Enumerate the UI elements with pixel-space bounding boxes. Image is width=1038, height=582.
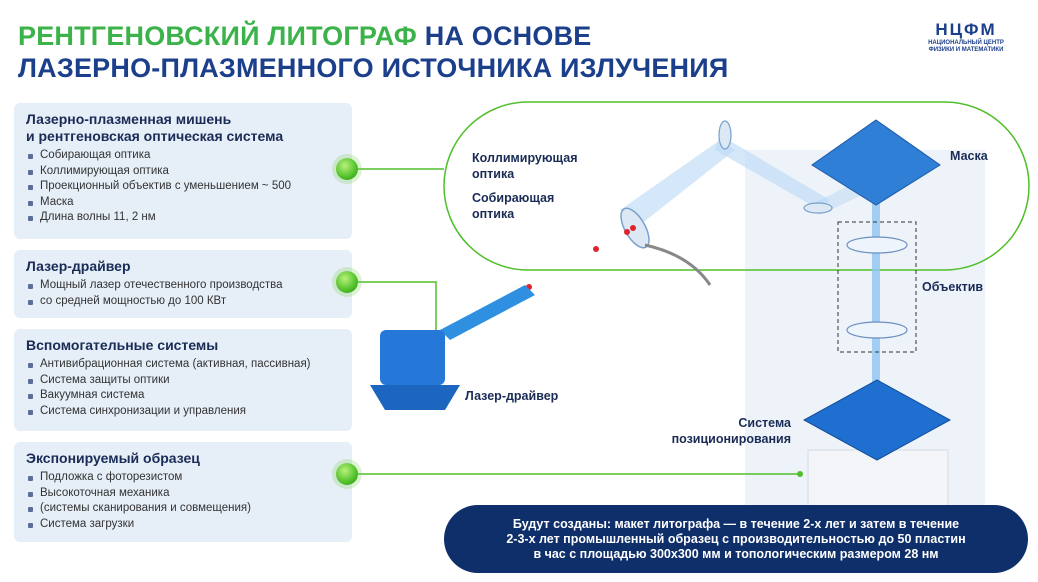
list-item: Длина волны 11, 2 нм <box>28 210 340 226</box>
nozzle <box>644 243 712 286</box>
list-item: Мощный лазер отечественного производства <box>28 278 340 294</box>
list-item: Система синхронизации и управления <box>28 404 340 420</box>
panel-1-title-line2: и рентгеновская оптическая система <box>26 128 284 144</box>
panel-4-title: Экспонируемый образец <box>26 450 200 466</box>
label-laser-driver: Лазер-драйвер <box>465 389 559 403</box>
label-objective: Объектив <box>922 280 984 294</box>
logo-mark: НЦФМ <box>935 20 997 39</box>
list-item: Подложка с фоторезистом <box>28 470 340 486</box>
beam-vertical <box>872 170 880 410</box>
optics-outline <box>443 101 1030 271</box>
beam-2 <box>715 135 830 210</box>
title-line2: ЛАЗЕРНО-ПЛАЗМЕННОГО ИСТОЧНИКА ИЗЛУЧЕНИЯ <box>18 53 729 83</box>
panel-4-list: Подложка с фоторезистом Высокоточная мех… <box>14 470 352 532</box>
logo: НЦФМ НАЦИОНАЛЬНЫЙ ЦЕНТР ФИЗИКИ И МАТЕМАТ… <box>916 20 1016 54</box>
list-item: Собирающая оптика <box>28 148 340 164</box>
mask-plate <box>811 119 941 206</box>
list-item: Антивибрационная система (активная, пасс… <box>28 357 340 373</box>
plasma-dot-2 <box>624 229 630 235</box>
banner-line-2: 2-3-х лет промышленный образец с произво… <box>506 531 966 546</box>
panel-laser-driver: Лазер-драйвер Мощный лазер отечественног… <box>14 250 352 318</box>
banner-line-1: Будут созданы: макет литографа — в течен… <box>512 516 960 531</box>
label-collimating-optics: Коллимирующая оптика <box>472 150 578 182</box>
title-green: РЕНТГЕНОВСКИЙ ЛИТОГРАФ <box>18 21 417 51</box>
label-collimating-line1: Коллимирующая <box>472 151 578 165</box>
objective-box <box>837 221 917 353</box>
connector-2 <box>358 281 437 332</box>
label-mask: Маска <box>950 149 988 163</box>
label-collecting-line2: оптика <box>472 207 515 221</box>
collimating-mirror <box>718 120 732 150</box>
panel-1-title-line1: Лазерно-плазменная мишень <box>26 111 232 127</box>
laser-barrel <box>440 285 535 340</box>
list-item: Высокоточная механика <box>28 486 340 502</box>
panel-2-list: Мощный лазер отечественного производства… <box>14 278 352 309</box>
bottom-banner: Будут созданы: макет литографа — в течен… <box>444 505 1028 573</box>
logo-subtitle: НАЦИОНАЛЬНЫЙ ЦЕНТР ФИЗИКИ И МАТЕМАТИКИ <box>928 40 1004 53</box>
list-item: Система защиты оптики <box>28 373 340 389</box>
objective-lens-top <box>846 236 908 254</box>
panel-sample: Экспонируемый образец Подложка с фоторез… <box>14 442 352 542</box>
panel-2-title: Лазер-драйвер <box>26 258 131 274</box>
label-positioning-system: Система позиционирования <box>655 415 791 447</box>
beam-1 <box>620 140 735 225</box>
label-positioning-line2: позиционирования <box>671 432 791 446</box>
title-blue: НА ОСНОВЕ <box>424 21 592 51</box>
panel-3-title: Вспомогательные системы <box>26 337 219 353</box>
fold-mirror <box>803 202 833 214</box>
connector-dot-1 <box>336 158 358 180</box>
connector-3-end <box>797 471 803 477</box>
list-item-continuation: (системы сканирования и совмещения) <box>28 501 340 517</box>
panel-3-list: Антивибрационная система (активная, пасс… <box>14 357 352 419</box>
list-item: Коллимирующая оптика <box>28 164 340 180</box>
plasma-dot-3 <box>630 225 636 231</box>
plasma-dot-1 <box>593 246 599 252</box>
list-item: Вакуумная система <box>28 388 340 404</box>
label-collecting-optics: Собирающая оптика <box>472 190 554 222</box>
page-title: РЕНТГЕНОВСКИЙ ЛИТОГРАФ НА ОСНОВЕ ЛАЗЕРНО… <box>18 20 728 84</box>
laser-base <box>370 385 460 410</box>
objective-lens-bottom <box>846 321 908 339</box>
panel-1-list: Собирающая оптика Коллимирующая оптика П… <box>14 148 352 226</box>
list-item: Система загрузки <box>28 517 340 533</box>
label-positioning-line1: Система <box>738 416 791 430</box>
list-item: Маска <box>28 195 340 211</box>
wafer <box>802 379 952 461</box>
panel-auxiliary: Вспомогательные системы Антивибрационная… <box>14 329 352 431</box>
list-item: Проекционный объектив с уменьшением ~ 50… <box>28 179 340 195</box>
connector-dot-3 <box>336 463 358 485</box>
connector-dot-2 <box>336 271 358 293</box>
laser-body <box>380 330 445 385</box>
banner-line-3: в час с площадью 300х300 мм и топологиче… <box>533 546 939 561</box>
list-item-continuation: со средней мощностью до 100 КВт <box>28 294 340 310</box>
label-collecting-line1: Собирающая <box>472 191 555 205</box>
label-collimating-line2: оптика <box>472 167 515 181</box>
